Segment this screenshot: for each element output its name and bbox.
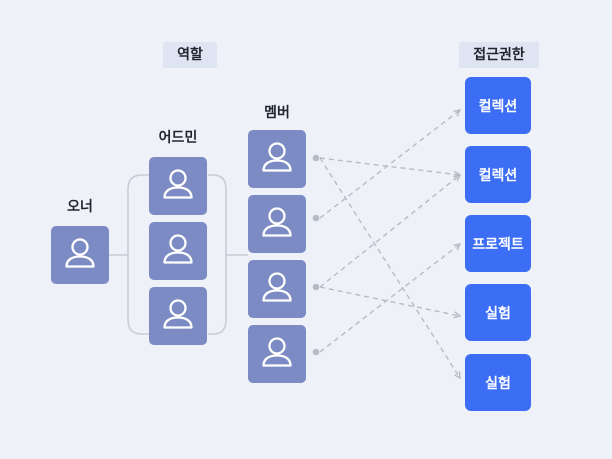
permission-link-arrow	[319, 157, 460, 175]
member-user-box	[248, 130, 306, 188]
member-user-box	[248, 325, 306, 383]
admin-label: 어드민	[158, 130, 198, 146]
user-icon	[163, 299, 193, 329]
user-icon	[262, 337, 292, 367]
member-user-box	[248, 260, 306, 318]
link-origin-dot	[312, 154, 320, 162]
permission-links	[312, 110, 460, 378]
admin-user-box	[149, 287, 207, 345]
permission-box: 실험	[465, 284, 531, 341]
admin-left-bracket	[127, 174, 149, 335]
user-icon	[163, 169, 193, 199]
permission-box: 프로젝트	[465, 215, 531, 272]
permission-link-arrow	[319, 157, 460, 378]
permission-box: 컬렉션	[465, 146, 531, 203]
permission-link-arrow	[319, 175, 460, 288]
permission-box: 컬렉션	[465, 77, 531, 134]
user-icon	[262, 207, 292, 237]
owner-user-box	[51, 226, 109, 284]
permission-box: 실험	[465, 354, 531, 411]
member-label: 멤버	[264, 105, 290, 121]
link-origin-dot	[312, 283, 320, 291]
permission-link-arrow	[319, 244, 460, 353]
user-icon	[163, 234, 193, 264]
user-icon	[262, 272, 292, 302]
permission-link-arrow	[319, 110, 460, 219]
admin-user-box	[149, 222, 207, 280]
roles-header: 역할	[163, 42, 217, 68]
owner-label: 오너	[67, 199, 93, 215]
permission-link-arrow	[319, 286, 460, 316]
link-origin-dot	[312, 348, 320, 356]
admin-user-box	[149, 157, 207, 215]
user-icon	[65, 238, 95, 268]
admin-right-bracket	[208, 174, 227, 335]
link-origin-dot	[312, 214, 320, 222]
user-icon	[262, 142, 292, 172]
member-user-box	[248, 195, 306, 253]
access-header: 접근권한	[459, 42, 539, 68]
